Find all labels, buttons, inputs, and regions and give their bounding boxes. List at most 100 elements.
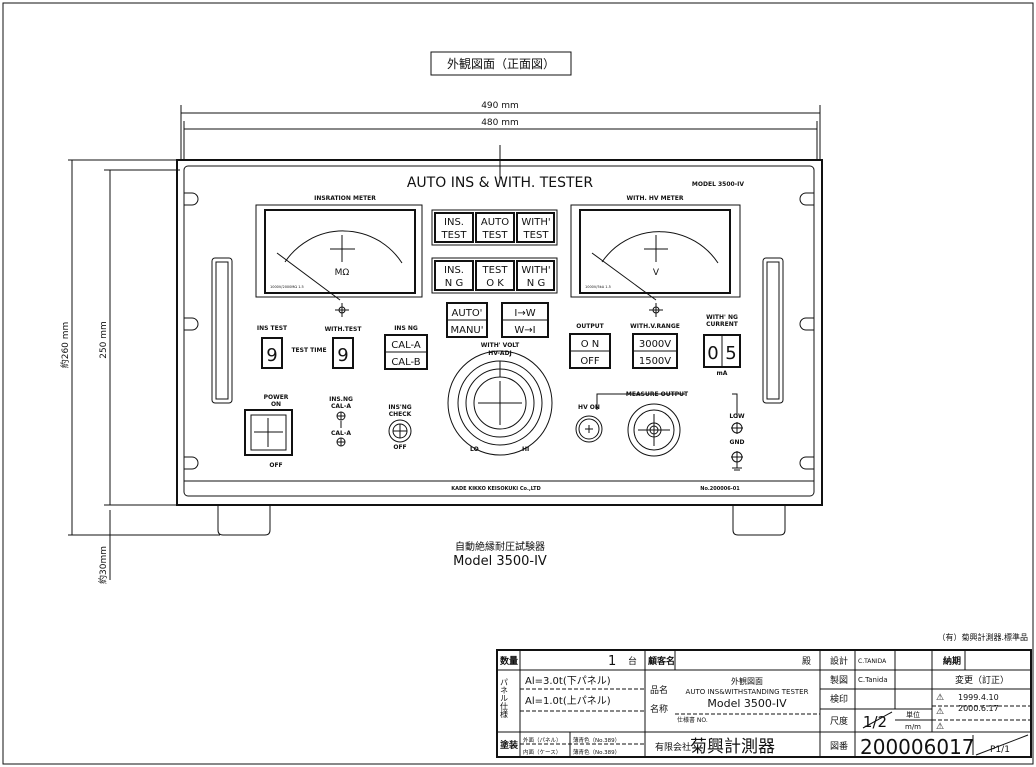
with-meter-label: WITH. HV METER bbox=[627, 195, 684, 202]
svg-text:P1/1: P1/1 bbox=[990, 745, 1010, 755]
dim-250: 250 mm bbox=[99, 321, 109, 359]
svg-text:m/m: m/m bbox=[905, 723, 921, 731]
svg-text:⚠: ⚠ bbox=[936, 693, 944, 703]
svg-text:⚠: ⚠ bbox=[936, 722, 944, 732]
dim-480: 480 mm bbox=[481, 118, 519, 128]
cal-lamp-icons bbox=[336, 411, 346, 447]
hv-on-label: HV ON bbox=[578, 404, 600, 411]
svg-text:OFF: OFF bbox=[580, 356, 600, 367]
svg-text:数量: 数量 bbox=[500, 655, 518, 667]
power-switch[interactable] bbox=[244, 409, 293, 456]
current-label-2: CURRENT bbox=[706, 321, 739, 328]
indicator-lamp-label: AUTO bbox=[481, 217, 509, 228]
svg-text:検印: 検印 bbox=[830, 693, 848, 705]
svg-text:CHECK: CHECK bbox=[389, 411, 412, 418]
svg-text:1: 1 bbox=[608, 654, 616, 669]
serial-label: No.200006-01 bbox=[700, 486, 740, 492]
caption-model: Model 3500-IV bbox=[453, 554, 547, 569]
dim-490: 490 mm bbox=[481, 101, 519, 111]
svg-text:MANU': MANU' bbox=[450, 325, 483, 336]
svg-text:⚠: ⚠ bbox=[936, 707, 944, 717]
hv-adjust-knob[interactable] bbox=[447, 350, 553, 456]
indicator-lamp-label: O K bbox=[486, 278, 504, 289]
output-switch[interactable]: O N OFF bbox=[569, 333, 611, 369]
svg-text:W→I: W→I bbox=[514, 325, 535, 336]
svg-text:殿: 殿 bbox=[802, 656, 811, 667]
svg-text:CAL-A: CAL-A bbox=[391, 340, 421, 351]
svg-text:Al=1.0t(上パネル): Al=1.0t(上パネル) bbox=[525, 695, 611, 707]
zero-adjust-icons bbox=[335, 303, 663, 317]
maker-label: KADE KIKKO KEISOKUKI Co.,LTD bbox=[451, 486, 540, 492]
svg-text:9: 9 bbox=[337, 345, 348, 366]
svg-text:変更（訂正）: 変更（訂正） bbox=[955, 674, 1009, 686]
svg-text:2000.6.17: 2000.6.17 bbox=[958, 704, 999, 713]
svg-text:1000V/2000MΩ 1.5: 1000V/2000MΩ 1.5 bbox=[270, 285, 304, 289]
svg-text:9: 9 bbox=[266, 345, 277, 366]
svg-text:台: 台 bbox=[628, 655, 637, 667]
svg-text:尺度: 尺度 bbox=[830, 715, 848, 727]
test-time-label: TEST TIME bbox=[291, 347, 326, 354]
feet bbox=[217, 505, 786, 536]
caption-jp: 自動絶縁耐圧試験器 bbox=[455, 540, 545, 553]
withstand-meter: WITH. HV METER V 1000V/5kA 1.5 bbox=[570, 195, 741, 301]
front-panel: AUTO INS & WITH. TESTER MODEL 3500-IV bbox=[176, 159, 823, 536]
measure-output-connector[interactable] bbox=[627, 403, 681, 457]
power-off-label: OFF bbox=[269, 462, 282, 469]
with-meter-unit: V bbox=[653, 268, 660, 278]
panel-title: AUTO INS & WITH. TESTER bbox=[407, 175, 594, 191]
knob-hi-label: HI bbox=[522, 446, 529, 453]
svg-text:内面（ケース）: 内面（ケース） bbox=[523, 748, 561, 756]
svg-text:Model 3500-IV: Model 3500-IV bbox=[707, 697, 787, 710]
svg-text:納期: 納期 bbox=[943, 655, 961, 667]
svg-text:AUTO INS&WITHSTANDING TESTER: AUTO INS&WITHSTANDING TESTER bbox=[686, 688, 809, 696]
svg-text:CAL-A: CAL-A bbox=[331, 403, 351, 410]
svg-text:1999.4.10: 1999.4.10 bbox=[958, 693, 999, 702]
knob-lo-label: LO bbox=[470, 446, 479, 453]
title-block bbox=[496, 649, 1032, 758]
ins-meter-unit: MΩ bbox=[335, 268, 350, 278]
indicator-lamp-label: TEST bbox=[482, 265, 509, 276]
range-label: WITH.V.RANGE bbox=[630, 323, 680, 330]
dim-260: 約260 mm bbox=[59, 322, 71, 369]
svg-text:1500V: 1500V bbox=[639, 356, 671, 367]
svg-text:薄青色（No.389）: 薄青色（No.389） bbox=[573, 748, 620, 756]
svg-text:設計: 設計 bbox=[830, 655, 848, 667]
test-order-switch[interactable]: I→W W→I bbox=[501, 302, 549, 338]
svg-text:CAL-A: CAL-A bbox=[331, 430, 351, 437]
hv-on-lamp bbox=[575, 415, 603, 443]
width-dimensions: 490 mm 480 mm bbox=[180, 101, 821, 180]
indicator-lamp-label: TEST bbox=[441, 230, 468, 241]
title-block-text: 数量 1 台 顧客名 殿 パネル仕様 Al=3.0t(下パネル) Al=1.0t… bbox=[500, 654, 1010, 759]
svg-text:Al=3.0t(下パネル): Al=3.0t(下パネル) bbox=[525, 675, 611, 687]
svg-text:外観図面: 外観図面 bbox=[731, 676, 763, 686]
voltage-range-switch[interactable]: 3000V 1500V bbox=[632, 333, 678, 369]
ins-ng-check-button[interactable] bbox=[388, 419, 412, 443]
ins-test-time-digit[interactable]: 9 bbox=[261, 337, 283, 369]
svg-text:1/2: 1/2 bbox=[863, 713, 887, 731]
svg-text:顧客名: 顧客名 bbox=[648, 655, 675, 667]
with-test-time-digit[interactable]: 9 bbox=[332, 337, 354, 369]
svg-text:図番: 図番 bbox=[830, 740, 848, 752]
svg-text:外面（パネル）: 外面（パネル） bbox=[523, 736, 562, 744]
svg-text:5: 5 bbox=[725, 343, 736, 364]
output-label: OUTPUT bbox=[576, 323, 604, 330]
ng-current-digits[interactable]: 0 5 bbox=[703, 334, 741, 368]
drawing-title: 外観図面（正面図） bbox=[447, 57, 555, 71]
indicator-lamp-label: TEST bbox=[482, 230, 509, 241]
svg-text:I→W: I→W bbox=[514, 308, 535, 319]
gnd-terminal-label: GND bbox=[730, 439, 745, 446]
indicator-lamp-label: WITH' bbox=[521, 217, 550, 228]
current-unit: mA bbox=[717, 370, 728, 377]
svg-text:200006017: 200006017 bbox=[860, 735, 975, 759]
indicator-lamp-label: INS. bbox=[444, 265, 464, 276]
drawing-title-box bbox=[430, 51, 572, 76]
svg-text:1000V/5kA 1.5: 1000V/5kA 1.5 bbox=[585, 285, 611, 289]
ins-ng-cal-switch[interactable]: CAL-A CAL-B bbox=[384, 334, 428, 370]
current-label-1: WITH' NG bbox=[706, 314, 738, 321]
left-handle bbox=[211, 257, 233, 404]
svg-text:仕様書 NO.: 仕様書 NO. bbox=[677, 716, 708, 724]
ins-test-label: INS TEST bbox=[257, 325, 288, 332]
with-volt-label: WITH' VOLT bbox=[481, 342, 520, 349]
auto-manu-switch[interactable]: AUTO' MANU' bbox=[446, 302, 488, 338]
